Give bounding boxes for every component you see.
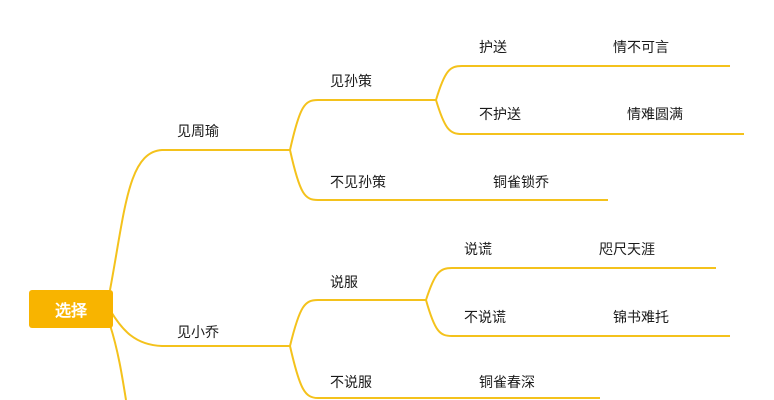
node-shuohuang[interactable]: 说谎	[464, 242, 492, 258]
edge-jiansunce-buhusong	[435, 99, 744, 135]
node-shuofu[interactable]: 说服	[330, 275, 358, 291]
edge-root-xiaoqiao	[109, 309, 290, 347]
edge-xiaoqiao-bushuofu	[289, 345, 600, 399]
edge-shuofu-bushuohuang	[425, 299, 730, 337]
outcome-qingbukeyan[interactable]: 情不可言	[613, 40, 669, 56]
outcome-tongquechunshen[interactable]: 铜雀春深	[479, 375, 535, 391]
edge-xiaoqiao-shuofu	[289, 299, 426, 347]
node-bujian-sunce[interactable]: 不见孙策	[330, 175, 386, 191]
node-bushuohuang[interactable]: 不说谎	[464, 310, 506, 326]
outcome-jinshunantuo[interactable]: 锦书难托	[613, 310, 669, 326]
node-husong[interactable]: 护送	[479, 40, 507, 56]
outcome-tongquesuoqiao[interactable]: 铜雀锁乔	[493, 175, 549, 191]
root-node-xuanze[interactable]: 选择	[29, 290, 113, 328]
node-buhusong[interactable]: 不护送	[479, 107, 521, 123]
outcome-zhichitianya[interactable]: 咫尺天涯	[599, 242, 655, 258]
node-jian-xiaoqiao[interactable]: 见小乔	[177, 325, 219, 341]
edge-shuofu-shuohuang	[425, 267, 716, 301]
outcome-qingnanyuanman[interactable]: 情难圆满	[627, 107, 683, 123]
edge-zhouyu-bujiansunce	[289, 149, 608, 201]
node-jian-sunce[interactable]: 见孙策	[330, 74, 372, 90]
edge-root-offscreen	[109, 324, 127, 400]
edge-zhouyu-jiansunce	[289, 99, 436, 151]
edge-jiansunce-husong	[435, 65, 730, 101]
edge-root-zhouyu	[109, 149, 290, 291]
node-jian-zhouyu[interactable]: 见周瑜	[177, 124, 219, 140]
node-bushuofu[interactable]: 不说服	[330, 375, 372, 391]
